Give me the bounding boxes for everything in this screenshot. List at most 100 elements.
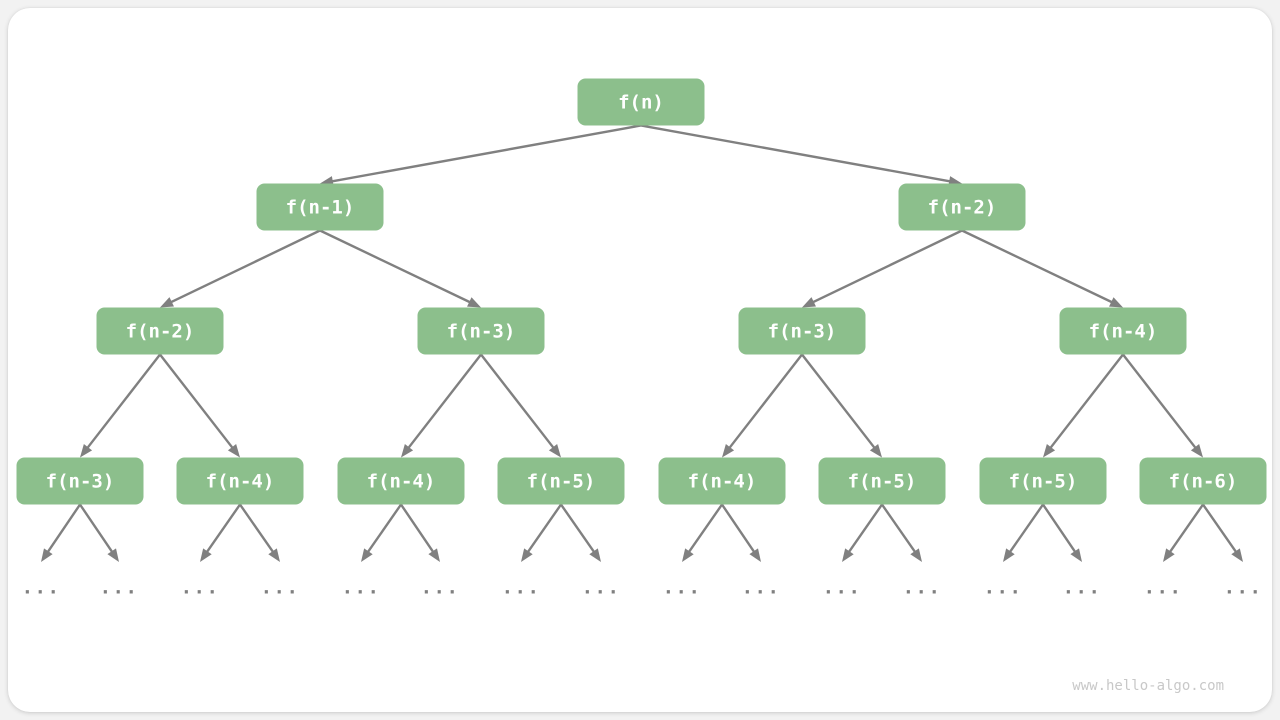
node-box[interactable] — [1139, 457, 1267, 505]
tree-node[interactable]: f(n-2) — [898, 183, 1026, 231]
node-box[interactable] — [497, 457, 625, 505]
tree-node[interactable]: f(n-6) — [1139, 457, 1267, 505]
leaf-ellipsis-label: ... — [22, 577, 61, 599]
tree-edge — [842, 503, 883, 562]
node-label: f(n-4) — [367, 471, 436, 493]
edge-line — [330, 124, 642, 183]
edge-line — [1008, 503, 1044, 554]
edge-arrowhead-icon — [107, 548, 119, 562]
node-box[interactable] — [577, 78, 705, 126]
tree-node[interactable]: f(n) — [577, 78, 705, 126]
node-label: f(n-4) — [1089, 321, 1158, 343]
tree-node[interactable]: f(n-1) — [256, 183, 384, 231]
edge-arrowhead-icon — [41, 548, 53, 562]
leaf-ellipsis-label: ... — [421, 577, 460, 599]
tree-edge — [1003, 503, 1044, 562]
edge-line — [159, 353, 235, 450]
tree-edge — [1202, 503, 1243, 562]
tree-node[interactable]: f(n-5) — [818, 457, 946, 505]
edge-line — [801, 353, 877, 450]
tree-edge — [961, 229, 1123, 308]
tree-edge — [159, 353, 240, 458]
tree-edge — [801, 353, 882, 458]
edge-arrowhead-icon — [682, 548, 694, 562]
edge-arrowhead-icon — [361, 548, 373, 562]
edge-arrowhead-icon — [1109, 297, 1123, 308]
node-label: f(n-5) — [527, 471, 596, 493]
edges-layer — [41, 124, 1243, 562]
tree-node[interactable]: f(n-5) — [979, 457, 1107, 505]
tree-edge — [319, 229, 481, 308]
diagram-card: f(n) f(n-1) f(n-2) f(n-2) f(n-3) f(n-3) f(n-4)… — [8, 8, 1272, 712]
edge-line — [319, 229, 472, 304]
edge-line — [961, 229, 1114, 304]
edge-line — [727, 353, 803, 450]
tree-node[interactable]: f(n-4) — [658, 457, 786, 505]
tree-edge — [79, 503, 119, 562]
tree-edge — [802, 229, 963, 308]
edge-arrowhead-icon — [548, 444, 561, 458]
edge-arrowhead-icon — [1163, 548, 1175, 562]
edge-line — [1048, 353, 1124, 450]
tree-edge — [200, 503, 241, 562]
tree-node[interactable]: f(n-3) — [738, 307, 866, 355]
tree-node[interactable]: f(n-3) — [417, 307, 545, 355]
node-box[interactable] — [738, 307, 866, 355]
edge-arrowhead-icon — [467, 297, 481, 308]
node-box[interactable] — [658, 457, 786, 505]
leaf-ellipsis-label: ... — [342, 577, 381, 599]
tree-node[interactable]: f(n-4) — [176, 457, 304, 505]
tree-node[interactable]: f(n-2) — [96, 307, 224, 355]
tree-node[interactable]: f(n-5) — [497, 457, 625, 505]
edge-line — [480, 353, 556, 450]
leaf-ellipsis-label: ... — [100, 577, 139, 599]
edge-arrowhead-icon — [802, 297, 816, 308]
tree-node[interactable]: f(n-4) — [337, 457, 465, 505]
tree-edge — [722, 353, 803, 458]
edge-arrowhead-icon — [428, 548, 440, 562]
edge-line — [366, 503, 402, 554]
tree-edge — [160, 229, 321, 308]
edge-line — [721, 503, 756, 554]
edge-arrowhead-icon — [589, 548, 601, 562]
edge-arrowhead-icon — [1003, 548, 1015, 562]
edge-line — [560, 503, 596, 554]
node-box[interactable] — [96, 307, 224, 355]
tree-node[interactable]: f(n-4) — [1059, 307, 1187, 355]
edge-line — [85, 353, 161, 450]
tree-edge — [721, 503, 761, 562]
tree-edge — [1122, 353, 1203, 458]
edge-line — [406, 353, 482, 450]
tree-edge — [682, 503, 723, 562]
node-box[interactable] — [256, 183, 384, 231]
leaf-ellipsis-label: ... — [1224, 577, 1263, 599]
edge-line — [1042, 503, 1077, 554]
edge-line — [1122, 353, 1198, 450]
edge-arrowhead-icon — [1190, 444, 1203, 458]
edge-arrowhead-icon — [1043, 444, 1056, 458]
edge-line — [1202, 503, 1238, 554]
edge-arrowhead-icon — [200, 548, 212, 562]
edge-arrowhead-icon — [1070, 548, 1082, 562]
leaf-ellipsis-label: ... — [1063, 577, 1102, 599]
node-box[interactable] — [417, 307, 545, 355]
node-label: f(n-5) — [848, 471, 917, 493]
node-box[interactable] — [818, 457, 946, 505]
tree-edge — [41, 503, 81, 562]
tree-edge — [881, 503, 922, 562]
node-box[interactable] — [16, 457, 144, 505]
node-box[interactable] — [898, 183, 1026, 231]
tree-node[interactable]: f(n-3) — [16, 457, 144, 505]
edge-line — [79, 503, 114, 554]
node-label: f(n) — [618, 92, 664, 114]
tree-edge — [521, 503, 562, 562]
node-box[interactable] — [337, 457, 465, 505]
node-box[interactable] — [1059, 307, 1187, 355]
tree-edge — [1043, 353, 1124, 458]
leaf-ellipsis-label: ... — [663, 577, 702, 599]
node-box[interactable] — [979, 457, 1107, 505]
edge-line — [239, 503, 275, 554]
edge-arrowhead-icon — [80, 444, 93, 458]
node-box[interactable] — [176, 457, 304, 505]
